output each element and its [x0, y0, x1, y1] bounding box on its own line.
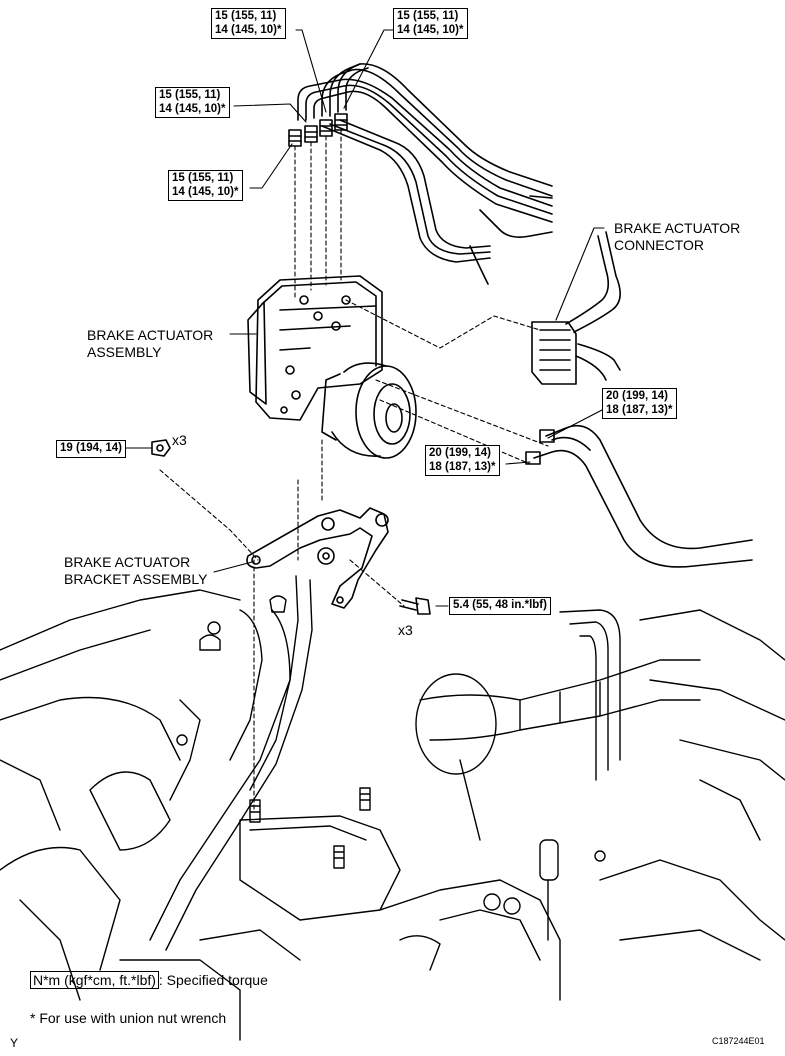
torque-callout-nut: 19 (194, 14) [56, 440, 127, 458]
brake-tubes [297, 63, 553, 285]
torque-value: 15 (155, 11) [172, 172, 234, 184]
torque-value: 5.4 (55, 48 in.*lbf) [453, 599, 547, 611]
label-line: BRAKE ACTUATOR [614, 220, 741, 236]
label-brake-actuator-assembly: BRAKE ACTUATOR ASSEMBLY [87, 327, 213, 361]
label-line: CONNECTOR [614, 237, 704, 253]
vehicle-body-background [0, 575, 785, 1041]
leader-lines [125, 29, 605, 607]
label-line: BRACKET ASSEMBLY [64, 571, 208, 587]
connector-assembly [531, 231, 621, 385]
nut-quantity: x3 [172, 432, 187, 448]
torque-callout-right-pipe-upper: 20 (199, 14) 18 (187, 13)* [602, 388, 677, 419]
torque-value: 15 (155, 11) [397, 10, 459, 22]
torque-unit-legend: N*m (kgf*cm, ft.*lbf): Specified torque [30, 971, 268, 989]
torque-value-union-wrench: 18 (187, 13)* [606, 403, 673, 416]
torque-value: 20 (199, 14) [606, 390, 669, 402]
torque-value: 19 (194, 14) [60, 442, 123, 454]
torque-value-union-wrench: 18 (187, 13)* [429, 460, 496, 473]
brake-actuator-body [247, 275, 417, 459]
bracket-bolt [399, 597, 431, 615]
label-line: ASSEMBLY [87, 344, 162, 360]
torque-callout-middle-left: 15 (155, 11) 14 (145, 10)* [155, 87, 230, 118]
torque-callout-bolt: 5.4 (55, 48 in.*lbf) [449, 597, 551, 615]
union-wrench-footnote: * For use with union nut wrench [30, 1010, 227, 1026]
torque-callout-top-left: 15 (155, 11) 14 (145, 10)* [211, 8, 286, 39]
bracket-assembly [246, 507, 389, 609]
torque-unit-description: : Specified torque [158, 972, 268, 988]
torque-callout-lower-left: 15 (155, 11) 14 (145, 10)* [168, 170, 243, 201]
torque-value-union-wrench: 14 (145, 10)* [159, 102, 226, 115]
right-brake-tubes [525, 424, 753, 568]
torque-value: 20 (199, 14) [429, 447, 492, 459]
flange-nut [151, 439, 171, 457]
torque-callout-top-right: 15 (155, 11) 14 (145, 10)* [393, 8, 468, 39]
label-brake-actuator-connector: BRAKE ACTUATOR CONNECTOR [614, 220, 740, 254]
torque-callout-right-pipe-lower: 20 (199, 14) 18 (187, 13)* [425, 445, 500, 476]
alignment-lines [159, 129, 549, 811]
label-line: BRAKE ACTUATOR [87, 327, 214, 343]
figure-id: C187244E01 [712, 1036, 765, 1046]
label-line: BRAKE ACTUATOR [64, 554, 191, 570]
torque-value-union-wrench: 14 (145, 10)* [172, 185, 239, 198]
corner-mark: Y [10, 1036, 19, 1050]
torque-value: 15 (155, 11) [215, 10, 277, 22]
torque-value-union-wrench: 14 (145, 10)* [215, 23, 282, 36]
bolt-quantity: x3 [398, 622, 413, 638]
torque-unit-box: N*m (kgf*cm, ft.*lbf) [30, 971, 159, 989]
torque-value: 15 (155, 11) [159, 89, 221, 101]
label-brake-actuator-bracket-assembly: BRAKE ACTUATOR BRACKET ASSEMBLY [64, 554, 207, 588]
torque-value-union-wrench: 14 (145, 10)* [397, 23, 464, 36]
